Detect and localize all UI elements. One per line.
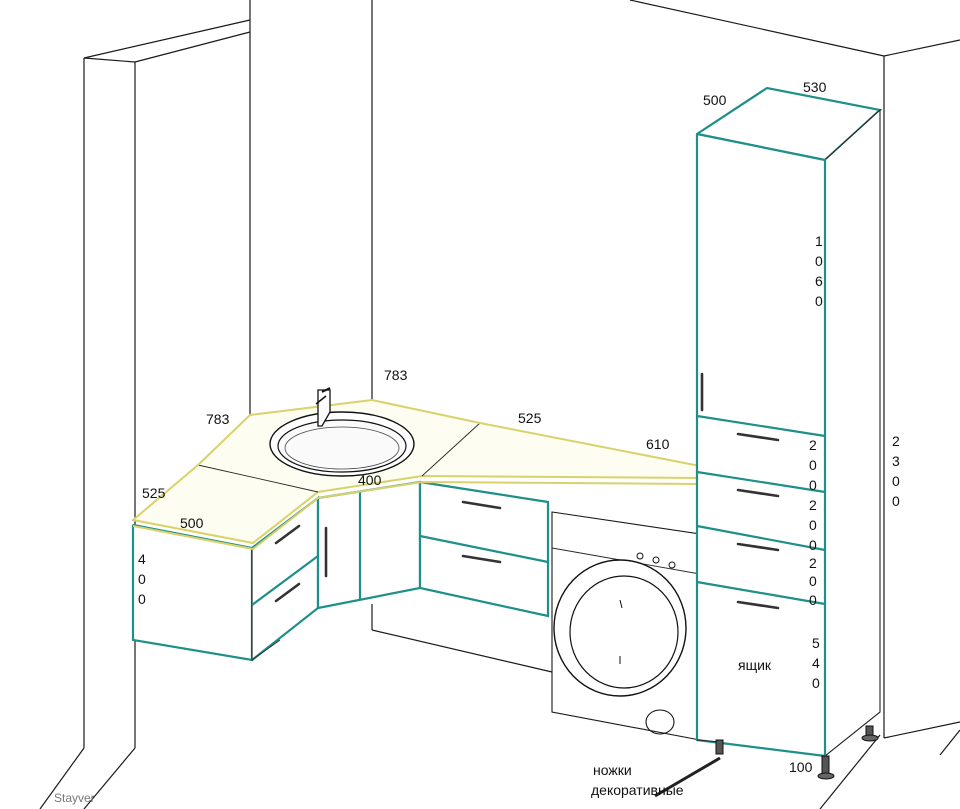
dim-upper-door-2: 0: [815, 253, 823, 269]
dim-sink-cabinet: 400: [358, 472, 382, 488]
dim-drawer-3-a: 2: [809, 555, 817, 571]
dim-legs-height: 100: [789, 759, 813, 775]
dim-drawer-3-c: 0: [809, 592, 817, 608]
signature: Stayver: [54, 791, 95, 805]
sink-bowl: [269, 411, 415, 477]
dim-upper-door-1: 1: [815, 233, 823, 249]
dim-drawer-1-c: 0: [809, 477, 817, 493]
room-walls: [39, 0, 960, 809]
tall-cabinet: [695, 86, 883, 758]
dim-tall-depth: 500: [703, 92, 727, 108]
dim-total-height-4: 0: [892, 493, 900, 509]
sink-cabinet: [316, 480, 422, 610]
label-drawer: ящик: [738, 657, 772, 673]
dim-drawer-2-a: 2: [809, 497, 817, 513]
washing-machine: [551, 511, 701, 741]
dim-left-cabinet-height-3: 0: [138, 591, 146, 607]
middle-drawer-cabinet: [418, 480, 550, 618]
dim-bottom-drawer-1: 5: [812, 635, 820, 651]
dim-bottom-drawer-2: 4: [812, 655, 820, 671]
dim-upper-door-3: 6: [815, 273, 823, 289]
label-legs-line2: декоративные: [591, 782, 684, 798]
dim-drawer-2-c: 0: [809, 537, 817, 553]
dim-total-height-3: 0: [892, 473, 900, 489]
dim-drawer-3-b: 0: [809, 573, 817, 589]
dim-drawer-1-b: 0: [809, 457, 817, 473]
dim-upper-door-4: 0: [815, 293, 823, 309]
dim-countertop-front: 525: [518, 410, 542, 426]
dim-countertop-corner: 610: [646, 436, 670, 452]
dim-countertop-back-left: 783: [206, 411, 230, 427]
dim-total-height-1: 2: [892, 433, 900, 449]
dim-tall-width: 530: [803, 79, 827, 95]
dim-bottom-drawer-3: 0: [812, 675, 820, 691]
dim-left-cabinet-width: 500: [180, 515, 204, 531]
dim-countertop-back-right: 783: [384, 367, 408, 383]
legs: [654, 725, 879, 798]
label-legs-line1: ножки: [593, 762, 632, 778]
dim-total-height-2: 3: [892, 453, 900, 469]
faucet: [315, 387, 331, 427]
dim-drawer-1-a: 2: [809, 437, 817, 453]
dimension-labels: 783 783 525 610 400 525 500 4 0 0 500 53…: [54, 79, 900, 805]
dim-left-cabinet-height-1: 4: [138, 551, 146, 567]
dim-countertop-side: 525: [142, 485, 166, 501]
dim-left-cabinet-height-2: 0: [138, 571, 146, 587]
dim-drawer-2-b: 0: [809, 517, 817, 533]
